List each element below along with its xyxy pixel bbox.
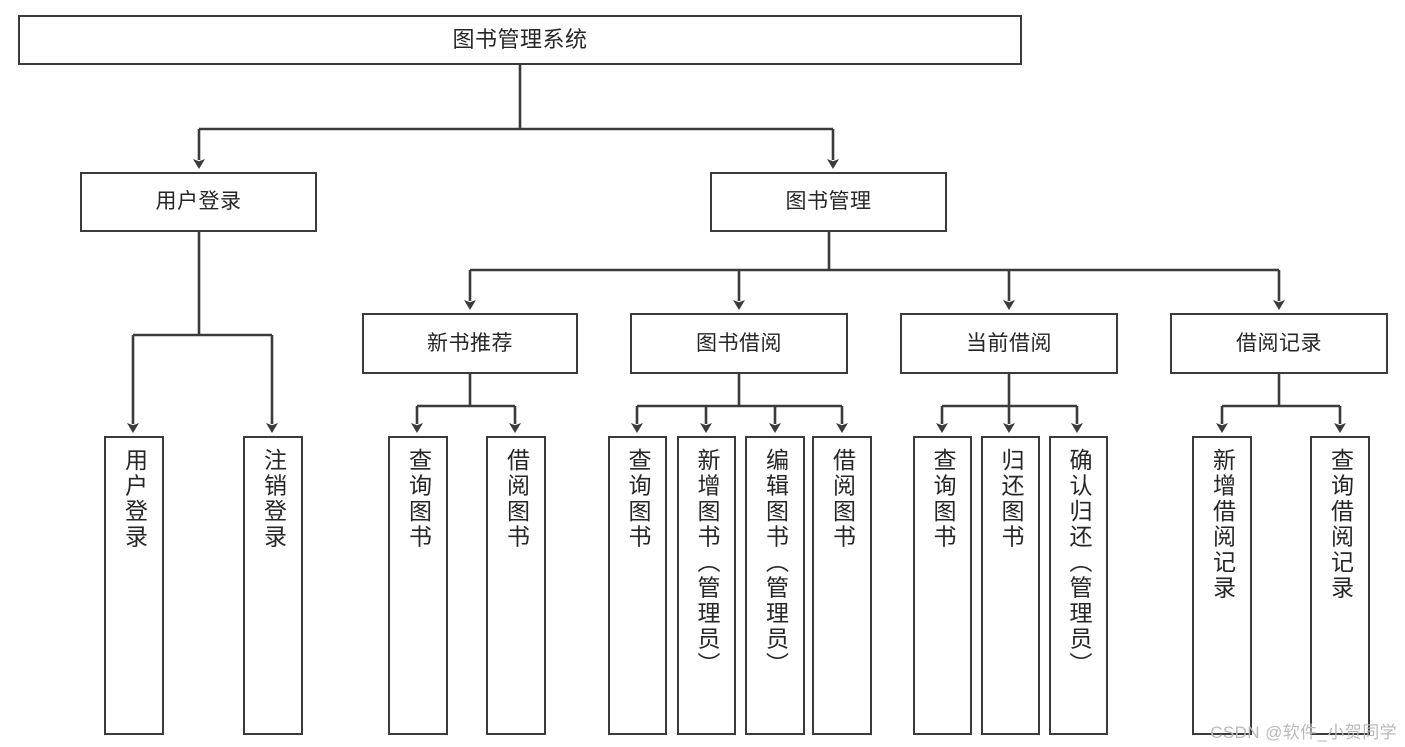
node-book-borrow[interactable]: 图书借阅 bbox=[630, 313, 848, 374]
csdn-watermark: CSDN @软件_小贺同学 bbox=[1210, 723, 1397, 742]
leaf-borrow-edit-book-admin-label: 编辑图书（管理员） bbox=[762, 448, 789, 678]
node-user-login[interactable]: 用户登录 bbox=[80, 172, 317, 232]
node-borrow-record-label: 借阅记录 bbox=[1236, 331, 1322, 355]
leaf-recommend-query-book-label: 查询图书 bbox=[405, 448, 432, 550]
leaf-record-query-borrow-record[interactable]: 查询借阅记录 bbox=[1310, 436, 1370, 735]
node-root-label: 图书管理系统 bbox=[452, 26, 588, 52]
leaf-borrow-lend-book[interactable]: 借阅图书 bbox=[812, 436, 872, 735]
leaf-user-login-label: 用户登录 bbox=[121, 448, 148, 550]
leaf-record-add-borrow-record[interactable]: 新增借阅记录 bbox=[1192, 436, 1252, 735]
leaf-borrow-edit-book-admin[interactable]: 编辑图书（管理员） bbox=[745, 436, 805, 735]
node-new-book-recommendation-label: 新书推荐 bbox=[427, 331, 513, 355]
leaf-current-confirm-return-admin-label: 确认归还（管理员） bbox=[1066, 448, 1092, 678]
leaf-borrow-add-book-admin-label: 新增图书（管理员） bbox=[694, 448, 720, 678]
node-book-management[interactable]: 图书管理 bbox=[710, 172, 947, 232]
leaf-record-query-borrow-record-label: 查询借阅记录 bbox=[1327, 448, 1354, 601]
node-book-borrow-label: 图书借阅 bbox=[696, 331, 782, 355]
node-book-management-label: 图书管理 bbox=[785, 190, 872, 214]
node-root[interactable]: 图书管理系统 bbox=[18, 15, 1022, 65]
leaf-current-return-book-label: 归还图书 bbox=[998, 448, 1024, 550]
node-current-borrow-label: 当前借阅 bbox=[966, 331, 1052, 355]
node-new-book-recommendation[interactable]: 新书推荐 bbox=[362, 313, 578, 374]
leaf-current-return-book[interactable]: 归还图书 bbox=[981, 436, 1040, 735]
leaf-recommend-borrow-book-label: 借阅图书 bbox=[503, 448, 530, 550]
leaf-borrow-query-book[interactable]: 查询图书 bbox=[608, 436, 667, 735]
node-current-borrow[interactable]: 当前借阅 bbox=[900, 313, 1118, 374]
leaf-user-logout[interactable]: 注销登录 bbox=[243, 436, 303, 735]
leaf-borrow-add-book-admin[interactable]: 新增图书（管理员） bbox=[677, 436, 736, 735]
leaf-user-logout-label: 注销登录 bbox=[260, 448, 287, 550]
leaf-current-confirm-return-admin[interactable]: 确认归还（管理员） bbox=[1049, 436, 1108, 735]
leaf-record-add-borrow-record-label: 新增借阅记录 bbox=[1209, 448, 1236, 601]
leaf-borrow-lend-book-label: 借阅图书 bbox=[829, 448, 856, 550]
leaf-current-query-book-label: 查询图书 bbox=[930, 448, 956, 550]
leaf-recommend-query-book[interactable]: 查询图书 bbox=[388, 436, 448, 735]
leaf-user-login[interactable]: 用户登录 bbox=[104, 436, 164, 735]
node-user-login-label: 用户登录 bbox=[155, 190, 242, 214]
leaf-borrow-query-book-label: 查询图书 bbox=[625, 448, 651, 550]
node-borrow-record[interactable]: 借阅记录 bbox=[1170, 313, 1388, 374]
leaf-recommend-borrow-book[interactable]: 借阅图书 bbox=[486, 436, 546, 735]
leaf-current-query-book[interactable]: 查询图书 bbox=[913, 436, 972, 735]
